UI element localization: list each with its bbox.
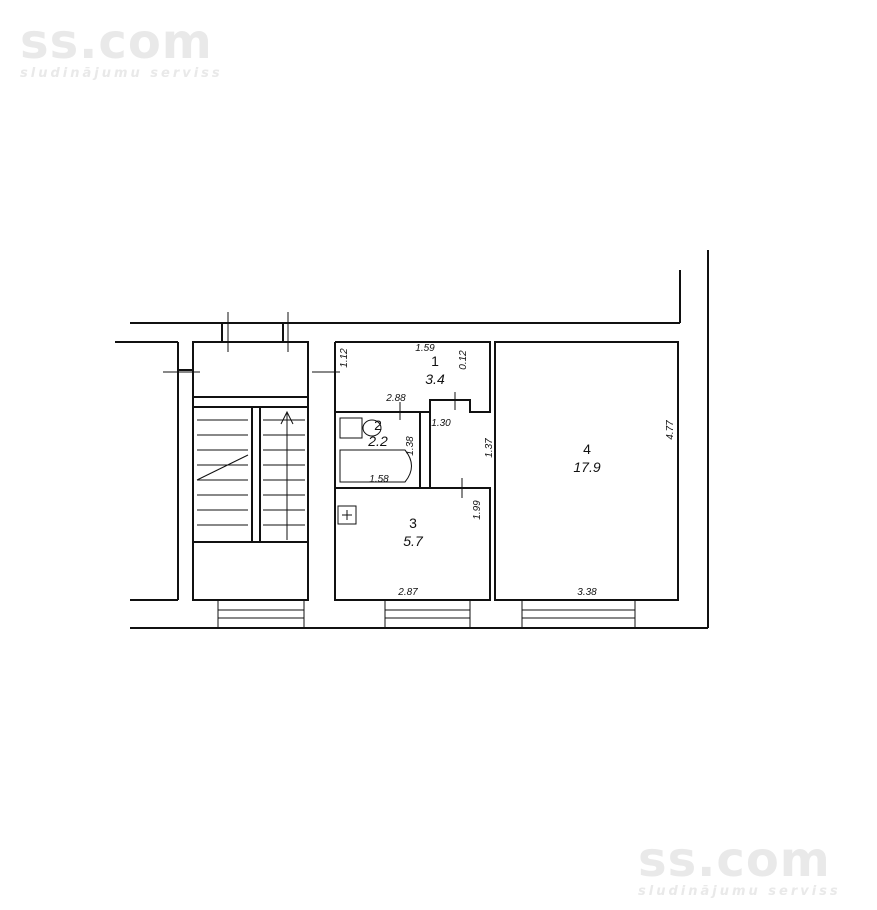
dim-bath-top: 2.88 [385,393,406,404]
dim-room1-height: 1.12 [339,348,350,368]
dim-bath-side: 1.38 [405,436,416,456]
dim-hall-width: 1.30 [431,418,451,429]
bathtub-icon [339,449,412,483]
watermark-brand: ss.com [638,832,831,888]
room-4-number: 4 [583,441,591,457]
door-ticks [163,312,463,498]
watermark-top: ss.com sludinājumu serviss [20,18,223,81]
sink-icon [337,505,357,525]
room-1-number: 1 [431,353,439,369]
dim-bath-length: 1.58 [369,474,389,485]
windows [217,599,636,629]
dim-room3-width: 2.87 [397,587,418,598]
watermark-tagline: sludinājumu serviss [638,884,841,899]
room-3-area: 5.7 [403,533,424,549]
dim-room1-width: 1.59 [415,343,435,354]
room-4-area: 17.9 [573,459,600,475]
watermark-tagline: sludinājumu serviss [20,66,223,81]
toilet-icon [339,417,363,439]
room-2-area: 2.2 [367,433,388,449]
stair-treads [196,410,305,540]
toilet-bowl-icon [362,419,382,437]
room-1-area: 3.4 [425,371,445,387]
dim-room4-height: 4.77 [665,420,676,440]
dim-room3-side: 1.99 [472,500,483,520]
dim-hall-height: 1.37 [484,438,495,458]
dim-room4-width: 3.38 [577,587,597,598]
watermark-brand: ss.com [20,14,213,70]
fixtures [337,417,412,525]
watermark-bottom: ss.com sludinājumu serviss [638,836,841,899]
room-2-number: 2 [374,417,382,433]
dim-room1-wall: 0.12 [458,350,469,370]
room-3-number: 3 [409,515,417,531]
